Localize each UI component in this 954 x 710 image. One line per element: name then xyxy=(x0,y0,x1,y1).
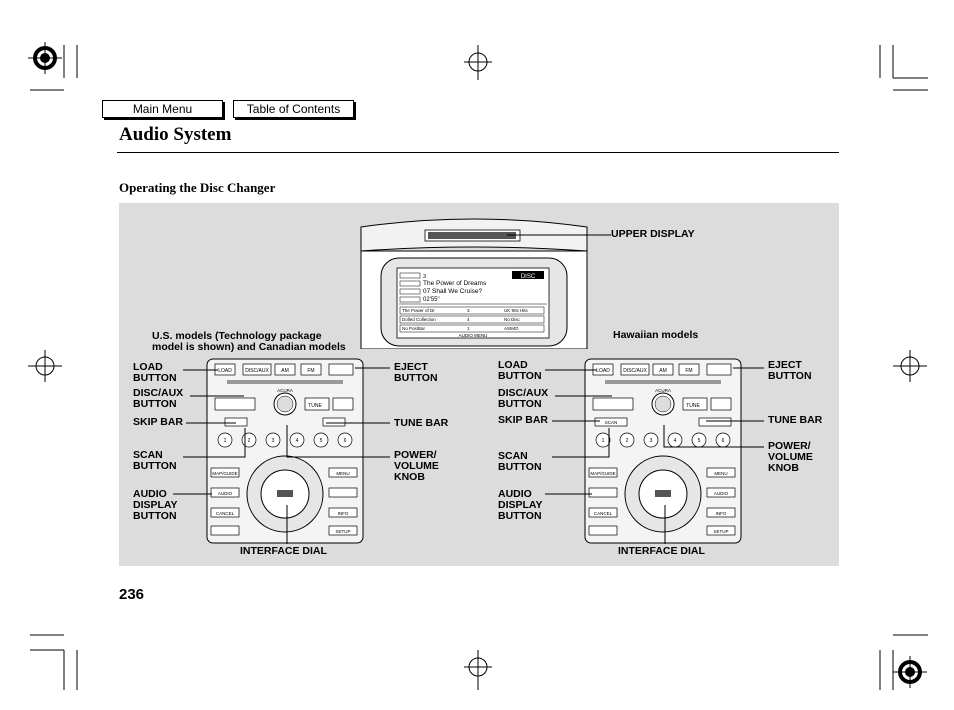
svg-text:5: 5 xyxy=(320,438,323,444)
svg-text:INFO: INFO xyxy=(338,511,349,516)
disc-list-3-right: ASIMO xyxy=(504,326,519,331)
svg-text:1: 1 xyxy=(602,438,605,444)
registration-target-icon xyxy=(893,656,927,688)
left-load-label: LOAD BUTTON xyxy=(133,361,177,384)
svg-text:LOAD: LOAD xyxy=(218,368,232,374)
disc-list-3-name: No Pos/Bar xyxy=(402,326,426,331)
svg-text:FM: FM xyxy=(307,368,314,374)
disc-list-3-num: 1 xyxy=(467,326,470,331)
svg-text:6: 6 xyxy=(722,438,725,444)
svg-text:SCAN: SCAN xyxy=(605,420,618,425)
svg-text:ACURA: ACURA xyxy=(277,388,293,393)
right-interface-dial-label: INTERFACE DIAL xyxy=(618,545,705,557)
disc-list-2-right: No Disc xyxy=(504,317,521,322)
navigation-screen-illustration: DISC 3 The Power of Dreams 07 Shall We C… xyxy=(360,218,588,349)
svg-text:SETUP: SETUP xyxy=(335,529,350,534)
registration-target-icon xyxy=(28,42,62,74)
section-heading: Operating the Disc Changer xyxy=(119,180,276,195)
svg-text:3: 3 xyxy=(272,438,275,444)
disc-list-1-right: UK 90s Hits xyxy=(504,308,529,313)
left-scan-label: SCAN BUTTON xyxy=(133,449,177,472)
screen-line-2: The Power of Dreams xyxy=(423,280,487,287)
svg-text:2: 2 xyxy=(626,438,629,444)
left-skip-bar-label: SKIP BAR xyxy=(133,416,183,428)
svg-text:4: 4 xyxy=(674,438,677,444)
main-menu-button[interactable]: Main Menu xyxy=(102,100,223,118)
screen-footer: AUDIO MENU xyxy=(459,333,488,338)
screen-line-1: 3 xyxy=(423,274,426,280)
svg-text:MAP/GUIDE: MAP/GUIDE xyxy=(590,471,615,476)
svg-text:CANCEL: CANCEL xyxy=(216,511,235,516)
svg-text:2: 2 xyxy=(248,438,251,444)
disc-list-2-name: Dolled Collection xyxy=(402,317,436,322)
page-title: Audio System xyxy=(119,124,232,145)
left-eject-label: EJECT BUTTON xyxy=(394,361,438,384)
left-audio-display-label: AUDIO DISPLAY BUTTON xyxy=(133,488,178,522)
svg-text:CANCEL: CANCEL xyxy=(594,511,613,516)
left-disc-aux-label: DISC/AUX BUTTON xyxy=(133,387,184,410)
svg-text:1: 1 xyxy=(224,438,227,444)
title-divider xyxy=(117,152,839,153)
screen-mode-badge: DISC xyxy=(521,274,536,280)
left-model-label: U.S. models (Technology package model is… xyxy=(152,330,346,353)
svg-text:AM: AM xyxy=(281,368,289,374)
svg-text:TUNE: TUNE xyxy=(308,403,322,409)
svg-text:MENU: MENU xyxy=(336,471,349,476)
svg-text:6: 6 xyxy=(344,438,347,444)
svg-text:AUDIO: AUDIO xyxy=(714,491,729,496)
svg-text:4: 4 xyxy=(296,438,299,444)
upper-display-label: UPPER DISPLAY xyxy=(611,228,695,240)
right-tune-bar-label: TUNE BAR xyxy=(768,414,823,426)
right-audio-display-label: AUDIO DISPLAY BUTTON xyxy=(498,488,543,522)
left-tune-bar-label: TUNE BAR xyxy=(394,417,449,429)
svg-text:ACURA: ACURA xyxy=(655,388,671,393)
right-disc-aux-label: DISC/AUX BUTTON xyxy=(498,387,549,410)
svg-text:FM: FM xyxy=(685,368,692,374)
svg-text:MENU: MENU xyxy=(714,471,727,476)
table-of-contents-button[interactable]: Table of Contents xyxy=(233,100,354,118)
right-scan-label: SCAN BUTTON xyxy=(498,450,542,473)
page-number: 236 xyxy=(119,586,145,603)
svg-text:INFO: INFO xyxy=(716,511,727,516)
svg-text:AM: AM xyxy=(659,368,667,374)
right-eject-label: EJECT BUTTON xyxy=(768,359,812,382)
svg-text:TUNE: TUNE xyxy=(686,403,700,409)
right-load-label: LOAD BUTTON xyxy=(498,359,542,382)
svg-text:AUDIO: AUDIO xyxy=(218,491,233,496)
right-skip-bar-label: SKIP BAR xyxy=(498,414,548,426)
disc-list-1-name: The Power of Dr xyxy=(402,308,435,313)
right-power-volume-label: POWER/ VOLUME KNOB xyxy=(768,440,813,474)
svg-text:3: 3 xyxy=(650,438,653,444)
svg-text:SETUP: SETUP xyxy=(713,529,728,534)
right-control-unit: LOAD DISC/AUX AM FM ACURA TUNE SCAN 1 2 3… xyxy=(584,358,742,544)
left-power-volume-label: POWER/ VOLUME KNOB xyxy=(394,449,439,483)
disc-list-1-num: 3 xyxy=(467,308,470,313)
disc-list-2-num: 4 xyxy=(467,317,470,322)
screen-line-4: 02'55" xyxy=(423,297,440,303)
right-model-label: Hawaiian models xyxy=(613,329,699,341)
svg-text:5: 5 xyxy=(698,438,701,444)
upper-display-leader xyxy=(507,234,611,236)
svg-text:DISC/AUX: DISC/AUX xyxy=(245,368,269,374)
screen-line-3: 07 Shall We Cruise? xyxy=(423,288,483,295)
svg-text:LOAD: LOAD xyxy=(596,368,610,374)
left-interface-dial-label: INTERFACE DIAL xyxy=(240,545,327,557)
svg-text:DISC/AUX: DISC/AUX xyxy=(623,368,647,374)
svg-text:MAP/GUIDE: MAP/GUIDE xyxy=(212,471,237,476)
